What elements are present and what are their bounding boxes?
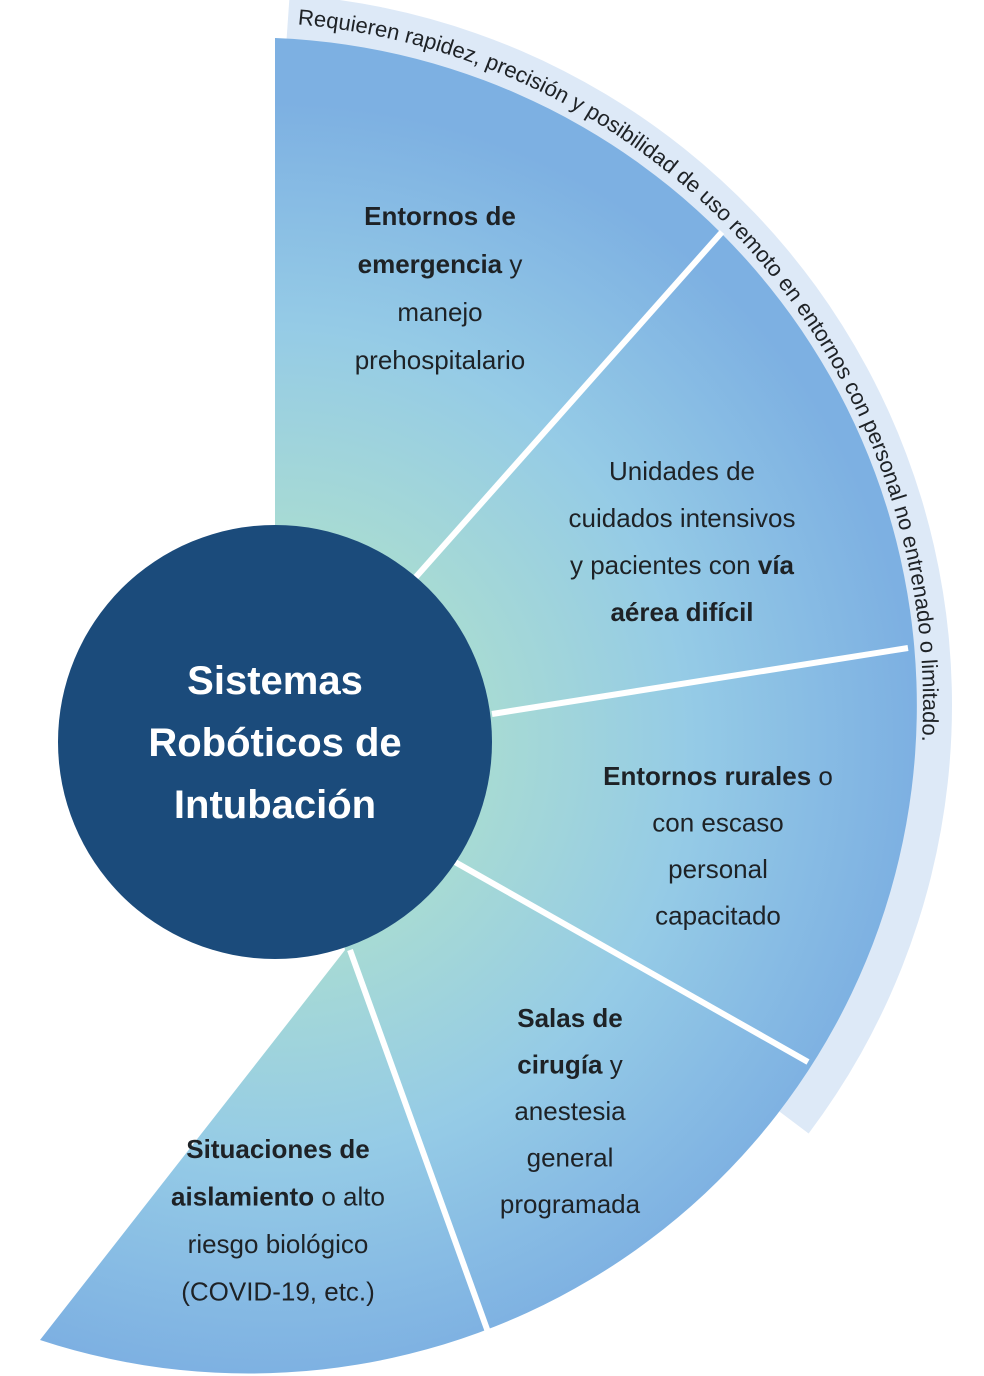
segment-label-line: general bbox=[527, 1143, 614, 1173]
segment-label-line: Entornos de bbox=[364, 201, 516, 231]
center-title-line: Intubación bbox=[174, 783, 376, 827]
divider-line bbox=[453, 859, 810, 1065]
label-text: prehospitalario bbox=[355, 345, 526, 375]
segment-label-line: riesgo biológico bbox=[188, 1229, 369, 1259]
divider-line bbox=[412, 230, 725, 580]
segment-label-line: y pacientes con vía bbox=[570, 550, 795, 580]
emphasis-text: Situaciones de bbox=[186, 1134, 370, 1164]
label-text: con escaso bbox=[652, 808, 784, 838]
segment-label-line: programada bbox=[500, 1189, 641, 1219]
emphasis-text: Entornos de bbox=[364, 201, 516, 231]
center-title-line: Sistemas bbox=[187, 659, 363, 703]
center-circle bbox=[58, 525, 492, 959]
label-text: personal bbox=[668, 854, 768, 884]
segment-label-surgery: Salas de cirugía y anestesia general program… bbox=[500, 1003, 641, 1219]
label-text: programada bbox=[500, 1189, 641, 1219]
label-text: o bbox=[811, 761, 833, 791]
segment-label-line: cuidados intensivos bbox=[569, 503, 796, 533]
label-text: y pacientes con bbox=[570, 550, 758, 580]
label-text: riesgo biológico bbox=[188, 1229, 369, 1259]
emphasis-text: emergencia bbox=[358, 249, 503, 279]
segment-label-line: personal bbox=[668, 854, 768, 884]
emphasis-text: cirugía bbox=[517, 1050, 603, 1080]
segment-label-line: emergencia y bbox=[358, 249, 523, 279]
label-text: capacitado bbox=[655, 901, 781, 931]
segment-label-rural: Entornos rurales o con escaso personal capa… bbox=[603, 761, 833, 931]
segment-label-line: anestesia bbox=[514, 1096, 626, 1126]
segment-label-icu: Unidades de cuidados intensivos y paciente… bbox=[569, 456, 796, 627]
label-text: cuidados intensivos bbox=[569, 503, 796, 533]
divider-line bbox=[491, 645, 909, 717]
segment-label-line: Situaciones de bbox=[186, 1134, 370, 1164]
segment-label-line: Salas de bbox=[517, 1003, 623, 1033]
emphasis-text: aérea difícil bbox=[610, 597, 753, 627]
segment-label-line: manejo bbox=[397, 297, 482, 327]
segment-label-line: aérea difícil bbox=[610, 597, 753, 627]
segment-label-line: aislamiento o alto bbox=[171, 1182, 385, 1212]
label-text: y bbox=[603, 1050, 623, 1080]
label-text: (COVID-19, etc.) bbox=[181, 1277, 375, 1307]
label-text: general bbox=[527, 1143, 614, 1173]
segment-label-line: cirugía y bbox=[517, 1050, 622, 1080]
center-title-line: Robóticos de bbox=[148, 721, 401, 765]
segment-label-line: Entornos rurales o bbox=[603, 761, 833, 791]
segment-label-line: prehospitalario bbox=[355, 345, 526, 375]
label-text: Unidades de bbox=[609, 456, 755, 486]
dividers bbox=[347, 230, 909, 1334]
emphasis-text: Salas de bbox=[517, 1003, 623, 1033]
label-text: o alto bbox=[314, 1182, 385, 1212]
segment-label-line: Unidades de bbox=[609, 456, 755, 486]
segment-label-line: (COVID-19, etc.) bbox=[181, 1277, 375, 1307]
segment-label-line: con escaso bbox=[652, 808, 784, 838]
segment-label-isolation: Situaciones de aislamiento o alto riesgo b… bbox=[171, 1134, 385, 1307]
outer-band bbox=[286, 0, 952, 1134]
label-text: anestesia bbox=[514, 1096, 626, 1126]
emphasis-text: Entornos rurales bbox=[603, 761, 811, 791]
emphasis-text: aislamiento bbox=[171, 1182, 314, 1212]
label-text: y bbox=[502, 249, 522, 279]
segment-label-line: capacitado bbox=[655, 901, 781, 931]
divider-line bbox=[347, 948, 491, 1334]
label-text: manejo bbox=[397, 297, 482, 327]
emphasis-text: vía bbox=[758, 550, 795, 580]
